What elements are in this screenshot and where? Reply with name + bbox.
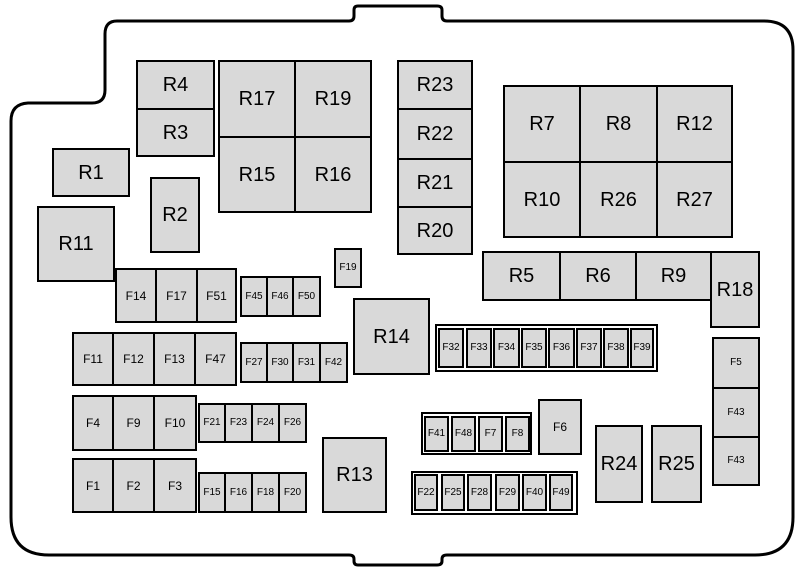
fuse-f32: F32 — [438, 328, 464, 368]
fuse-f11: F11 — [72, 332, 114, 386]
fuse-f34: F34 — [493, 328, 520, 368]
fuse-f48: F48 — [451, 416, 476, 452]
fuse-f3: F3 — [153, 458, 197, 513]
fuse-f1: F1 — [72, 458, 114, 513]
relay-r7: R7 — [503, 85, 581, 163]
fuse-f23: F23 — [224, 403, 253, 443]
relay-r9: R9 — [635, 251, 712, 301]
relay-r1: R1 — [52, 148, 130, 197]
fuse-f28: F28 — [467, 474, 492, 511]
fuse-f24: F24 — [251, 403, 280, 443]
relay-r5: R5 — [482, 251, 561, 301]
fuse-f16: F16 — [224, 472, 253, 513]
fuse-f47: F47 — [194, 332, 237, 386]
fuse-f40: F40 — [522, 474, 547, 511]
fuse-f6: F6 — [538, 399, 582, 455]
fuse-f49: F49 — [549, 474, 573, 511]
fuse-f51: F51 — [196, 268, 237, 323]
fuse-f18: F18 — [251, 472, 280, 513]
relay-r14: R14 — [353, 298, 430, 375]
relay-r11: R11 — [37, 206, 115, 282]
relay-r24: R24 — [595, 425, 643, 503]
fuse-f8: F8 — [505, 416, 530, 452]
relay-r27: R27 — [656, 161, 733, 238]
fuse-f17: F17 — [155, 268, 198, 323]
fuse-f46: F46 — [266, 276, 294, 317]
relay-r21: R21 — [397, 158, 473, 208]
fuse-f13: F13 — [153, 332, 196, 386]
fuse-f25: F25 — [441, 474, 465, 511]
relay-r13: R13 — [322, 437, 387, 513]
fuse-f31: F31 — [292, 342, 321, 383]
fuse-f5: F5 — [712, 337, 760, 389]
fuse-f30: F30 — [266, 342, 294, 383]
fuse-f37: F37 — [576, 328, 602, 368]
relay-r19: R19 — [294, 60, 372, 138]
relay-r15: R15 — [218, 136, 296, 213]
fuse-f42: F42 — [319, 342, 348, 383]
fuse-f12: F12 — [112, 332, 155, 386]
fuse-f10: F10 — [153, 395, 197, 451]
relay-r2: R2 — [150, 177, 200, 253]
relay-r4: R4 — [136, 60, 215, 110]
fuse-f50: F50 — [292, 276, 321, 317]
relay-r18: R18 — [710, 251, 760, 328]
fuse-f9: F9 — [112, 395, 155, 451]
fuse-f43: F43 — [712, 387, 760, 438]
relay-r25: R25 — [651, 425, 702, 503]
fuse-f39: F39 — [630, 328, 654, 368]
fuse-f29: F29 — [495, 474, 520, 511]
fuse-f21: F21 — [198, 403, 226, 443]
relay-r26: R26 — [579, 161, 658, 238]
relay-r8: R8 — [579, 85, 658, 163]
relay-r16: R16 — [294, 136, 372, 213]
fuse-f45: F45 — [240, 276, 268, 317]
fuse-f33: F33 — [466, 328, 492, 368]
fuse-f14: F14 — [115, 268, 157, 323]
fuse-f36: F36 — [548, 328, 575, 368]
fuse-f38: F38 — [603, 328, 629, 368]
fuse-f41: F41 — [424, 416, 449, 452]
fuse-f2: F2 — [112, 458, 155, 513]
relay-r20: R20 — [397, 206, 473, 255]
relay-r6: R6 — [559, 251, 637, 301]
fuse-f7: F7 — [478, 416, 503, 452]
fuse-f43: F43 — [712, 436, 760, 486]
fuse-f35: F35 — [521, 328, 547, 368]
relay-r10: R10 — [503, 161, 581, 238]
relay-r17: R17 — [218, 60, 296, 138]
relay-r12: R12 — [656, 85, 733, 163]
fuse-f19: F19 — [334, 248, 362, 288]
fuse-f15: F15 — [198, 472, 226, 513]
fuse-f22: F22 — [414, 474, 438, 511]
fuse-f26: F26 — [278, 403, 307, 443]
fuse-f20: F20 — [278, 472, 307, 513]
relay-r22: R22 — [397, 108, 473, 160]
relay-r3: R3 — [136, 108, 215, 157]
fuse-f27: F27 — [240, 342, 268, 383]
relay-r23: R23 — [397, 60, 473, 110]
fuse-f4: F4 — [72, 395, 114, 451]
